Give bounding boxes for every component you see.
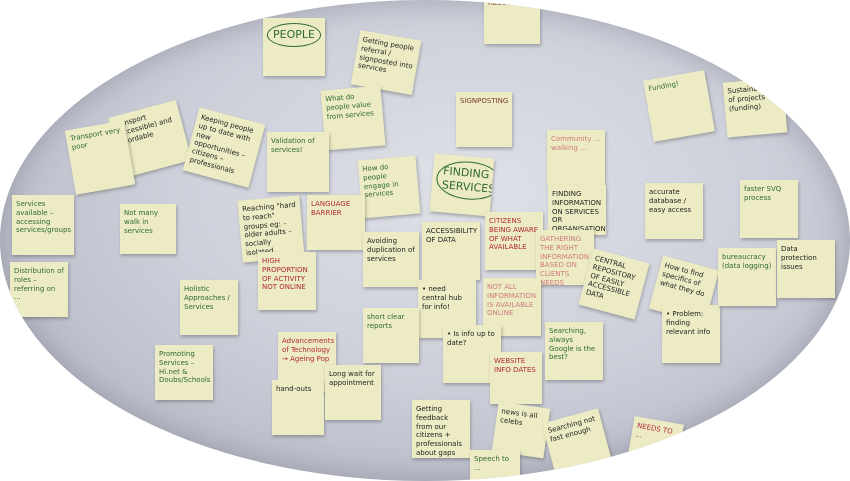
sticky-note: FINDING SERVICES [429, 153, 495, 217]
sticky-note-text: Speech to ... [474, 455, 510, 472]
sticky-note: Transport very poor [64, 120, 136, 195]
sticky-note: FINDING INFORMATION ON SERVICES OR ORGAN… [548, 185, 606, 235]
sticky-note: • Problem: finding relevant info [662, 305, 720, 363]
sticky-note-text: GATHERING THE RIGHT INFORMATION BASED ON… [540, 235, 590, 285]
sticky-note-text: news is all celebs [499, 407, 538, 427]
sticky-note: Getting people referral / signposted int… [350, 30, 422, 95]
sticky-note: SIGNPOSTING [456, 92, 512, 147]
sticky-note: ACCESSIBILITY OF DATA [422, 222, 480, 280]
sticky-note: Distribution of roles – referring on ... [10, 262, 68, 317]
sticky-note-text: HIGH PROPORTION OF ACTIVITY NOT ONLINE [262, 257, 308, 292]
sticky-note-text: Transport very poor [69, 126, 121, 152]
sticky-note-text: How to find specifics of what they do [659, 261, 706, 298]
sticky-note-text: hand-outs [276, 385, 312, 393]
sticky-note-text: WEBSITE INFO DATES [494, 357, 536, 374]
sticky-note: NEEDS TO ... [626, 416, 684, 474]
sticky-note: Data protection issues [777, 240, 835, 298]
sticky-note: hand-outs [272, 380, 324, 435]
sticky-note-text: SIGNPOSTING [460, 97, 509, 105]
sticky-note: Promoting Services – Hi.net & Doubs/Scho… [155, 345, 213, 400]
sticky-note-text: Promoting Services – Hi.net & Doubs/Scho… [159, 350, 211, 385]
sticky-note-text: • Problem: finding relevant info [666, 310, 711, 336]
sticky-note-text: LANGUAGE BARRIER [311, 200, 351, 217]
sticky-note-text: Avoiding duplication of services [367, 237, 415, 263]
sticky-note-text: Keeping people up to date with new oppor… [188, 113, 255, 176]
sticky-note-text: Funding! [647, 79, 680, 93]
sticky-note: RESOURCES [484, 0, 540, 44]
sticky-note: NOT ALL INFORMATION IS AVAILABLE ONLINE [483, 278, 541, 336]
sticky-note: Speech to ... [470, 450, 520, 481]
sticky-note: Funding! [643, 70, 715, 142]
sticky-note: bureaucracy (data logging) [718, 248, 776, 306]
sticky-note-text: What do people value from services [324, 92, 375, 121]
sticky-note-text: short clear reports [367, 313, 405, 330]
sticky-note: short clear reports [363, 308, 419, 363]
sticky-note: How do people engage in services [357, 155, 421, 219]
sticky-note: Sustainability of projects (funding) [722, 77, 788, 138]
sticky-note-text: Searching, always Google is the best? [549, 327, 596, 362]
sticky-note: HIGH PROPORTION OF ACTIVITY NOT ONLINE [258, 252, 316, 310]
sticky-note: accurate database / easy access [645, 183, 703, 239]
sticky-note-text: Validation of services! [271, 137, 315, 154]
sticky-note-text: NEEDS TO ... [634, 421, 674, 440]
sticky-note-text: FINDING INFORMATION ON SERVICES OR ORGAN… [552, 190, 606, 233]
sticky-note-text: How do people engage in services [362, 162, 399, 200]
sticky-note: Keeping people up to date with new oppor… [182, 107, 266, 188]
sticky-note: Getting feedback from our citizens + pro… [412, 400, 470, 458]
sticky-note: CITIZENS BEING AWARE OF WHAT AVAILABLE [485, 212, 543, 270]
sticky-note-text: Getting people referral / signposted int… [357, 35, 415, 75]
sticky-note: GATHERING THE RIGHT INFORMATION BASED ON… [536, 230, 594, 285]
sticky-note: Not many walk in services [120, 204, 176, 254]
sticky-note-text: • Is info up to date? [447, 330, 495, 347]
sticky-note: WEBSITE INFO DATES [490, 352, 542, 404]
sticky-note-text: ACCESSIBILITY OF DATA [426, 227, 478, 244]
sticky-note: Services available – accessing services/… [12, 195, 74, 255]
sticky-note-text: RESOURCES [488, 0, 531, 7]
sticky-note-text: Reaching "hard to reach" groups eg: – ol… [241, 200, 296, 257]
sticky-note-text: Services available – accessing services/… [16, 200, 72, 235]
sticky-note: Holistic Approaches / Services [180, 280, 238, 335]
sticky-note: Community ... walking ... [547, 130, 605, 185]
sticky-note-text: NOT ALL INFORMATION IS AVAILABLE ONLINE [487, 283, 537, 318]
sticky-note-text: CENTRAL REPOSITORY OF EASILY ACCESSIBLE … [584, 254, 637, 301]
sticky-note-text: Holistic Approaches / Services [184, 285, 230, 311]
sticky-note-text: Not many walk in services [124, 209, 159, 235]
sticky-note-text: Getting feedback from our citizens + pro… [416, 405, 463, 457]
sticky-note-text: Community ... walking ... [551, 135, 601, 152]
sticky-note-text: bureaucracy (data logging) [722, 253, 772, 270]
sticky-note: Avoiding duplication of services [363, 232, 419, 287]
sticky-note-text: Searching not fast enough [547, 414, 597, 444]
sticky-note-text: Advancements of Technology → Ageing Pop [282, 337, 335, 363]
sticky-note: Searching, always Google is the best? [545, 322, 603, 380]
sticky-note-text: Sustainability of projects (funding) [727, 83, 776, 113]
sticky-note-text: FINDING SERVICES [434, 158, 495, 202]
sticky-note: faster SVQ process [740, 180, 798, 238]
sticky-note-text: accurate database / easy access [649, 188, 692, 214]
sticky-note-text: Distribution of roles – referring on ... [14, 267, 64, 302]
sticky-note: Validation of services! [267, 132, 329, 192]
sticky-note-text: CITIZENS BEING AWARE OF WHAT AVAILABLE [489, 217, 539, 252]
sticky-note-text: • need central hub for info! [422, 285, 462, 311]
sticky-note: Long wait for appointment [325, 365, 381, 420]
sticky-note: PEOPLE [263, 18, 325, 76]
sticky-note-text: Long wait for appointment [329, 370, 375, 387]
sticky-note-text: faster SVQ process [744, 185, 782, 202]
sticky-note-text: Data protection issues [781, 245, 817, 271]
sticky-note-text: PEOPLE [267, 23, 321, 47]
sticky-note: What do people value from services [320, 85, 386, 151]
sticky-note: LANGUAGE BARRIER [307, 195, 365, 250]
sticky-note: Searching not fast enough [541, 408, 613, 477]
